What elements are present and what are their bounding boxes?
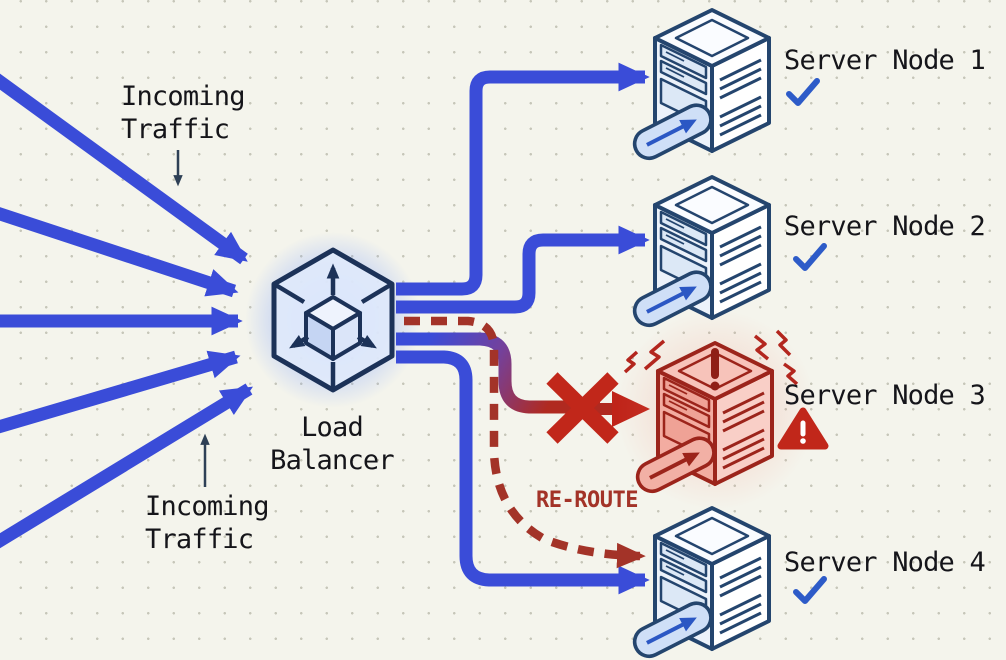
reroute-label: RE-ROUTE xyxy=(536,488,638,513)
label-line: Traffic xyxy=(121,114,230,145)
x-mark-icon xyxy=(546,372,619,444)
server-node-1-label: Server Node 1 xyxy=(784,45,986,76)
route-lines xyxy=(396,62,650,595)
label-line: Incoming xyxy=(145,491,269,522)
checkmark-icon-node4 xyxy=(793,576,827,604)
checkmark-icon-node1 xyxy=(786,78,820,106)
incoming-arrow xyxy=(0,350,241,434)
route-node3-blocked-line xyxy=(396,332,600,414)
failed-node-alerts xyxy=(623,329,799,391)
incoming-traffic-label-top: Incoming Traffic xyxy=(121,80,245,146)
label-line: Traffic xyxy=(145,524,254,555)
server-node-4-label: Server Node 4 xyxy=(784,547,986,578)
incoming-arrow xyxy=(0,207,239,298)
server-icon-node2 xyxy=(629,177,769,331)
distribute-arrows xyxy=(289,263,377,349)
route-node4-line xyxy=(396,350,650,595)
status-icons xyxy=(786,78,827,604)
load-balancer-label: Load Balancer xyxy=(232,411,432,477)
reroute-dashed-line xyxy=(404,316,646,569)
warning-triangle-icon xyxy=(777,407,829,450)
lightning-icon xyxy=(623,329,799,386)
server-icon-node4 xyxy=(629,508,769,660)
incoming-traffic-label-bottom: Incoming Traffic xyxy=(145,490,269,556)
label-line: Balancer xyxy=(270,445,394,476)
label-line: Load xyxy=(301,412,364,443)
incoming-traffic-arrows xyxy=(0,73,253,549)
server-node-3-label: Server Node 3 xyxy=(784,380,986,411)
server-icon-node1 xyxy=(629,10,769,164)
route-node2-line xyxy=(396,225,650,314)
load-balancer-icon xyxy=(271,247,395,393)
route-node1-line xyxy=(396,62,650,296)
incoming-arrow xyxy=(0,73,248,265)
incoming-arrow xyxy=(0,383,253,549)
label-line: Incoming xyxy=(121,81,245,112)
server-node-2-label: Server Node 2 xyxy=(784,211,986,242)
checkmark-icon-node2 xyxy=(793,243,827,271)
